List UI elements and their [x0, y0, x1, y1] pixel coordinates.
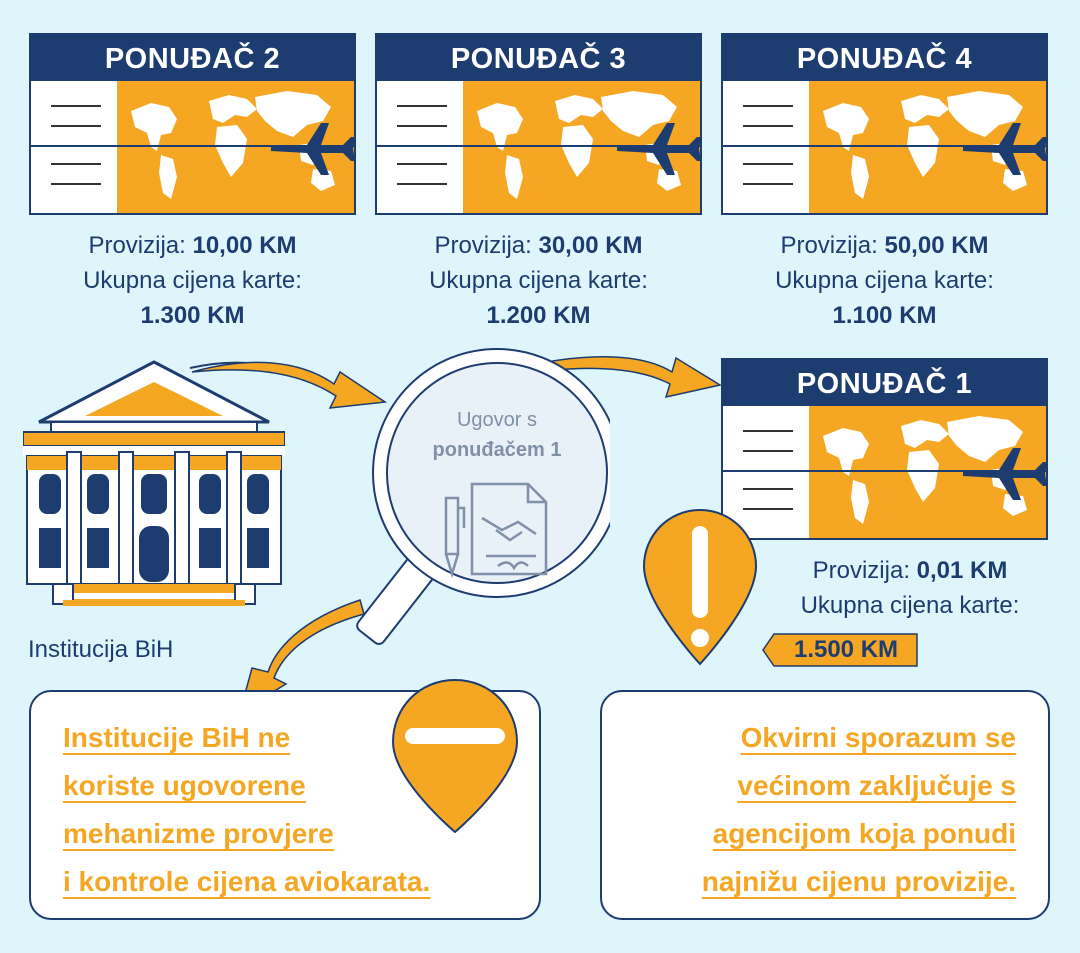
ticket-ponudjac-3: PONUĐAČ 3: [375, 33, 702, 215]
world-map-icon: [117, 81, 355, 213]
contract-handshake-icon: [444, 482, 548, 578]
left-card-line-4: i kontrole cijena aviokarata.: [63, 866, 431, 897]
institution-building-icon: [23, 360, 285, 606]
ticket-info-2: Provizija: 10,00 KM Ukupna cijena karte:…: [83, 232, 302, 329]
left-card-line-1: Institucije BiH ne: [63, 722, 291, 753]
ticket-title: PONUĐAČ 1: [723, 360, 1046, 406]
right-card-line-1: Okvirni sporazum se: [740, 722, 1016, 753]
right-card-line-3: agencijom koja ponudi: [712, 818, 1016, 849]
ticket-title: PONUĐAČ 4: [723, 35, 1046, 81]
pen-icon: [444, 496, 466, 578]
magnifier-text: Ugovor s ponuđačem 1: [432, 409, 562, 461]
ticket-stub: [31, 81, 117, 213]
ticket-info-3: Provizija: 30,00 KM Ukupna cijena karte:…: [429, 232, 648, 329]
airplane-icon: [617, 123, 701, 175]
ticket-info-1: Provizija: 0,01 KM Ukupna cijena karte:: [800, 557, 1020, 619]
ticket-ponudjac-2: PONUĐAČ 2: [29, 33, 356, 215]
ticket-title: PONUĐAČ 3: [377, 35, 700, 81]
world-map-icon: [809, 406, 1047, 538]
left-info-card: Institucije BiH ne koriste ugovorene meh…: [29, 690, 541, 920]
ticket-stub: [723, 406, 809, 538]
ticket-stub: [377, 81, 463, 213]
ticket-title: PONUĐAČ 2: [31, 35, 354, 81]
left-card-line-2: koriste ugovorene: [63, 770, 306, 801]
ticket-ponudjac-4: PONUĐAČ 4: [721, 33, 1048, 215]
minus-pin-icon: [391, 678, 519, 834]
magnifier-icon: [356, 348, 610, 645]
ticket-info-4: Provizija: 50,00 KM Ukupna cijena karte:…: [775, 232, 994, 329]
left-card-line-3: mehanizme provjere: [63, 818, 334, 849]
price-tag: 1.500 KM: [762, 633, 918, 667]
institution-label: Institucija BiH: [28, 636, 174, 663]
airplane-icon: [963, 123, 1047, 175]
world-map-icon: [809, 81, 1047, 213]
right-card-line-4: najnižu cijenu provizije.: [701, 866, 1016, 897]
ticket-stub: [723, 81, 809, 213]
right-info-card: Okvirni sporazum se većinom zaključuje s…: [600, 690, 1050, 920]
world-map-icon: [463, 81, 701, 213]
exclamation-pin-icon: [642, 508, 758, 666]
ticket-ponudjac-1: PONUĐAČ 1: [721, 358, 1048, 540]
right-card-line-2: većinom zaključuje s: [737, 770, 1016, 801]
airplane-icon: [271, 123, 355, 175]
airplane-icon: [963, 448, 1047, 500]
